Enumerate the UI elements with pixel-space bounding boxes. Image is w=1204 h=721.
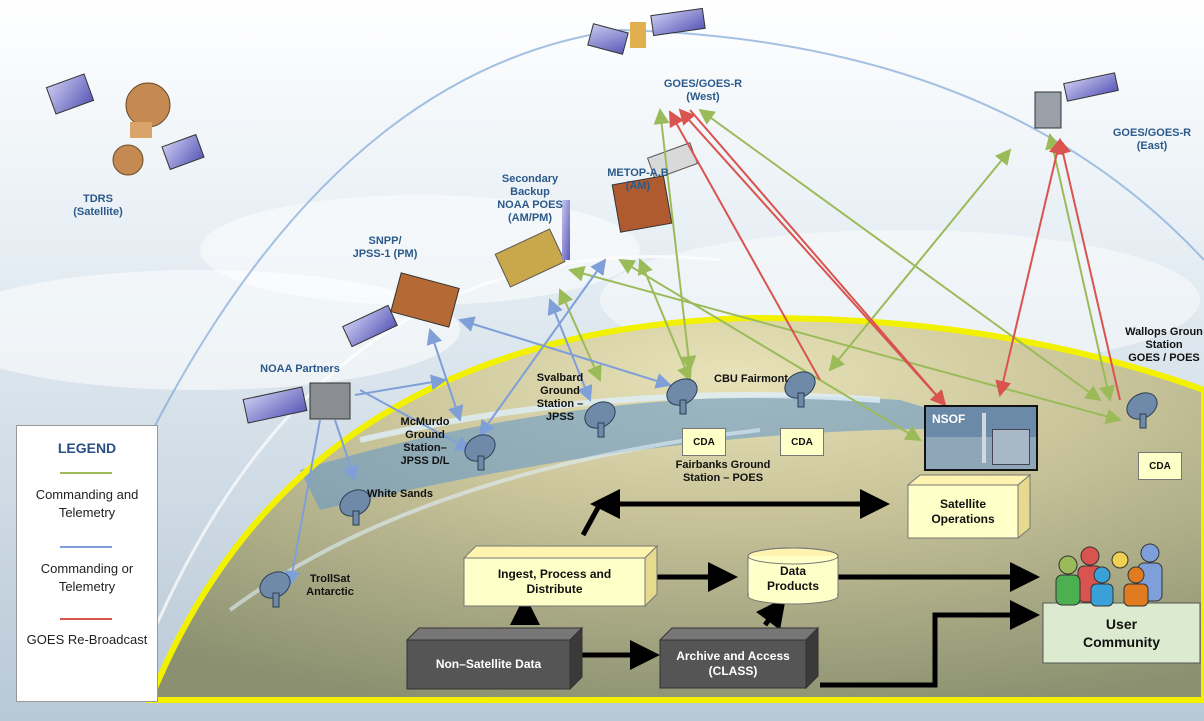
nsof-label: NSOF [932,412,966,426]
legend: LEGEND Commanding and Telemetry Commandi… [16,425,158,702]
noaa-partners-satellite-icon [242,382,351,424]
legend-swatch-goes-rebroadcast [60,618,112,620]
satellite-operations-box: Satellite Operations [931,496,995,526]
satellite-operations-box-shape [906,473,1032,540]
user-community-box: User Community [1083,616,1160,650]
dish-antenna-icon [584,401,616,438]
nsof-building-icon: NSOF [924,405,1038,471]
dish-antenna-icon [464,434,496,471]
dish-antenna-icon [784,371,816,408]
data-products-box: Data Products [766,564,819,593]
cda-box-cbu: CDA [780,428,824,456]
snpp-label: SNPP/ JPSS-1 (PM) [352,235,418,260]
legend-title: LEGEND [57,440,117,456]
dish-antenna-icons [259,371,1158,608]
user-community-box-shape [1042,602,1201,664]
goes-west-satellite-icon [587,7,706,55]
white-sands-label: White Sands [366,488,433,500]
archive-and-access-box: Archive and Access (CLASS) [676,649,790,678]
data-products-cylinder-icon [747,547,839,605]
backup-poes-label: Secondary Backup NOAA POES (AM/PM) [497,173,563,224]
tdrs-label: TDRS (Satellite) [73,193,123,218]
dish-antenna-icon [1126,392,1158,429]
dish-antenna-icon [259,571,291,608]
legend-item-commanding-and-telemetry: Commanding and Telemetry [35,487,139,520]
goes-east-label: GOES/GOES-R (East) [1112,127,1192,152]
inner-orbit [148,255,721,641]
snpp-satellite-icon [342,272,460,348]
ingest-box-shape [462,544,659,608]
ingest-process-distribute-box: Ingest, Process and Distribute [497,567,612,596]
commanding-or-telemetry-links [284,258,672,587]
fairbanks-label: Fairbanks Ground Station – POES [675,459,771,484]
legend-swatch-commanding-and-telemetry [60,472,112,474]
goes-rebroadcast-links [669,108,1121,407]
cda-box-wallops: CDA [1138,452,1182,480]
legend-item-commanding-or-telemetry: Commanding or Telemetry [40,561,134,594]
cda-box-fairbanks: CDA [682,428,726,456]
legend-swatch-commanding-or-telemetry [60,546,112,548]
people-icon [1055,543,1163,607]
tdrs-satellite-icon [45,73,205,176]
dish-antenna-icon [339,489,371,526]
metop-label: METOP-A,B (AM) [607,167,669,192]
mcmurdo-label: McMurdo Ground Station– JPSS D/L [400,416,450,467]
dish-antenna-icon [666,378,698,415]
wallops-label: Wallops Groun Station GOES / POES [1125,326,1203,364]
non-satellite-data-box-shape [405,626,584,691]
cbu-fairmont-label: CBU Fairmont [714,373,788,385]
trollsat-label: TrollSat Antarctic [306,573,354,598]
svalbard-label: Svalbard Ground Station – JPSS [536,372,584,423]
noaa-partners-label: NOAA Partners [260,363,340,375]
non-satellite-data-box: Non–Satellite Data [435,657,542,671]
goes-west-label: GOES/GOES-R (West) [663,78,743,103]
archive-box-shape [658,626,820,690]
legend-item-goes-rebroadcast: GOES Re-Broadcast [26,632,148,647]
